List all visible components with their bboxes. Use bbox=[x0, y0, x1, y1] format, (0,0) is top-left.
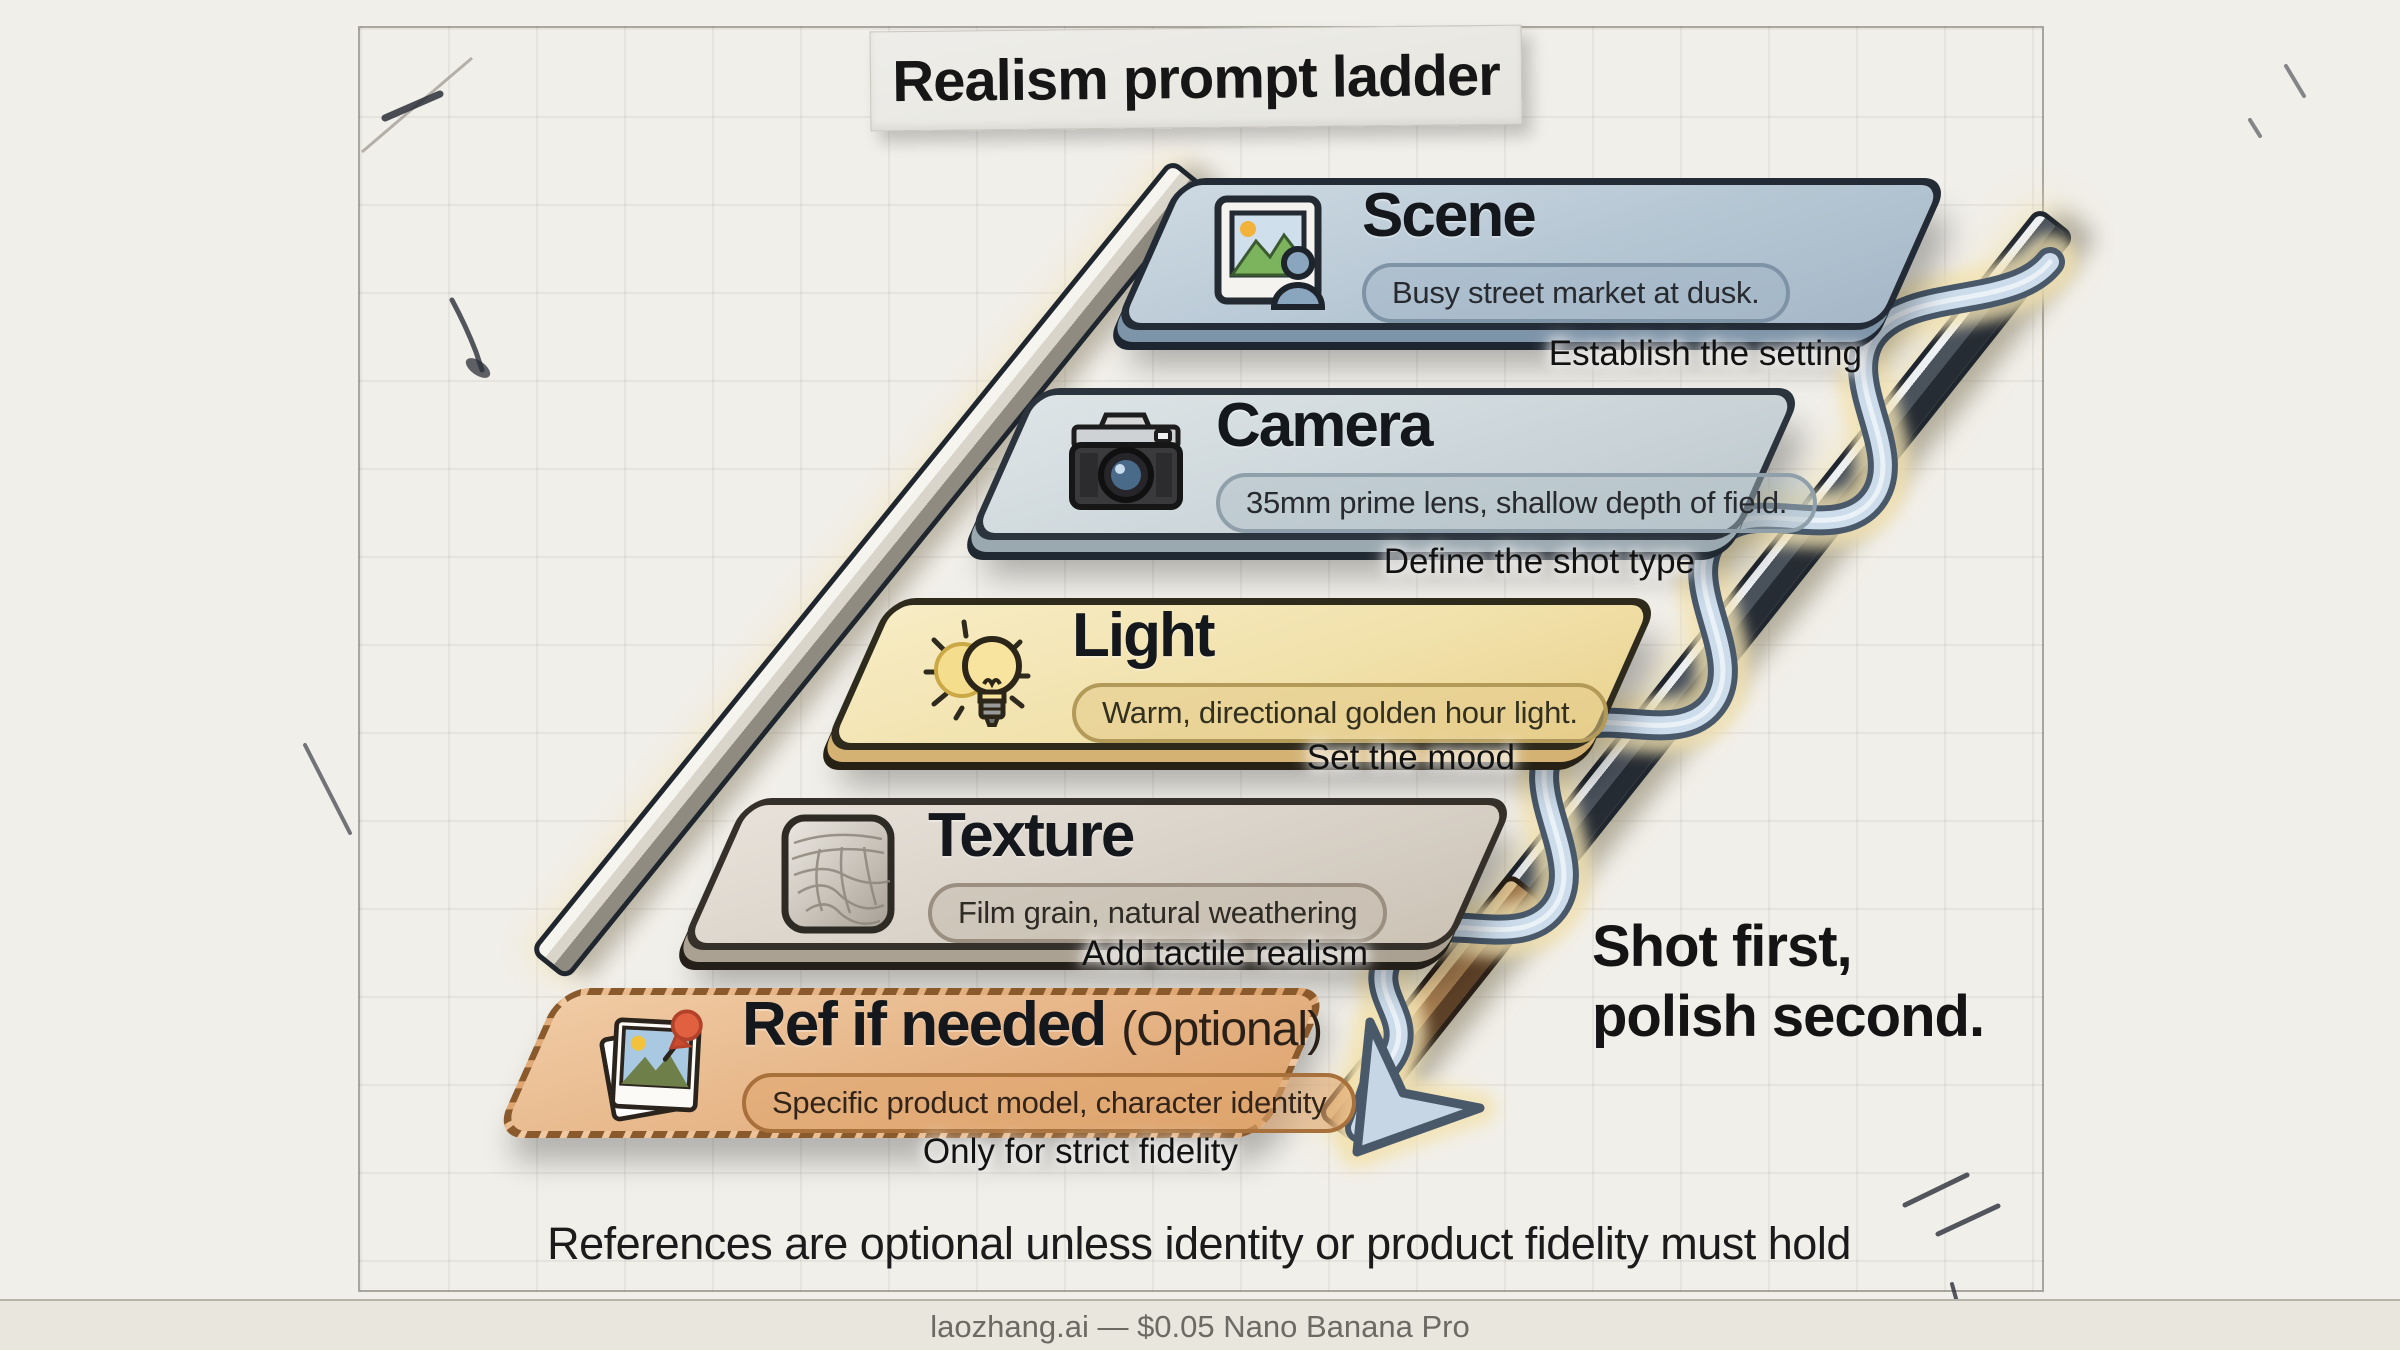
rung-title-light: Light bbox=[1072, 601, 1215, 670]
side-note: Shot first, polish second. bbox=[1592, 912, 1985, 1051]
rung-caption-scene: Establish the setting bbox=[1548, 334, 1862, 373]
rung-caption-camera: Define the shot type bbox=[1383, 542, 1695, 581]
footer-credit: laozhang.ai — $0.05 Nano Banana Pro bbox=[930, 1308, 1470, 1344]
photo-icon bbox=[1210, 192, 1334, 316]
rung-caption-light: Set the mood bbox=[1306, 738, 1515, 777]
rung-caption-texture: Add tactile realism bbox=[1082, 934, 1368, 973]
camera-icon bbox=[1064, 402, 1188, 526]
rung-title-scene: Scene bbox=[1362, 181, 1537, 250]
rung-card-ref: Ref if needed (Optional) Specific produc… bbox=[493, 988, 1357, 1138]
rung-card-camera: Camera 35mm prime lens, shallow depth of… bbox=[966, 388, 1818, 540]
rung-card-scene: Scene Busy street market at dusk. bbox=[1112, 178, 1950, 330]
rung-card-texture: Texture Film grain, natural weathering bbox=[678, 798, 1516, 950]
rung-title-ref-suffix: (Optional) bbox=[1121, 1002, 1323, 1056]
rung-card-light: Light Warm, directional golden hour ligh… bbox=[822, 598, 1660, 750]
rung-title-ref: Ref if needed bbox=[742, 989, 1107, 1059]
side-note-line1: Shot first, bbox=[1592, 914, 1853, 979]
page-title: Realism prompt ladder bbox=[891, 42, 1501, 114]
rung-example-texture: Film grain, natural weathering bbox=[928, 883, 1388, 943]
rung-caption-ref: Only for strict fidelity bbox=[922, 1132, 1238, 1171]
rung-example-camera: 35mm prime lens, shallow depth of field. bbox=[1216, 473, 1818, 533]
rung-example-ref: Specific product model, character identi… bbox=[742, 1072, 1357, 1133]
texture-icon bbox=[776, 812, 900, 936]
footer-bar: laozhang.ai — $0.05 Nano Banana Pro bbox=[0, 1299, 2400, 1350]
title-plaque: Realism prompt ladder bbox=[869, 24, 1523, 132]
ref-photos-icon bbox=[590, 1001, 714, 1125]
bulb-icon bbox=[920, 612, 1044, 736]
rung-title-camera: Camera bbox=[1216, 391, 1433, 460]
side-note-line2: polish second. bbox=[1592, 983, 1985, 1049]
rung-example-light: Warm, directional golden hour light. bbox=[1072, 683, 1608, 743]
rung-title-texture: Texture bbox=[928, 801, 1135, 870]
bottom-note: References are optional unless identity … bbox=[547, 1218, 1851, 1269]
rung-example-scene: Busy street market at dusk. bbox=[1362, 263, 1790, 323]
